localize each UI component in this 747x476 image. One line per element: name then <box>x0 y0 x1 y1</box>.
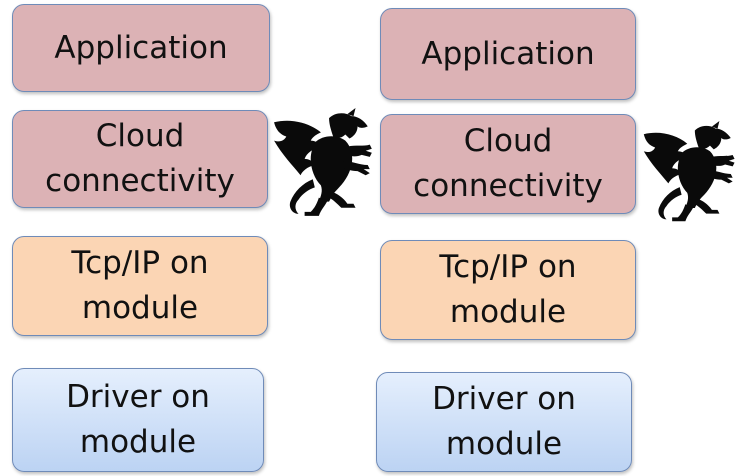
right-tcpip-label: Tcp/IP on module <box>439 249 577 330</box>
left-application-box: Application <box>12 4 270 92</box>
right-cloud-connectivity-label: Cloud connectivity <box>413 123 603 204</box>
right-tcpip-box: Tcp/IP on module <box>380 240 636 340</box>
left-cloud-connectivity-box: Cloud connectivity <box>12 110 268 208</box>
right-driver-box: Driver on module <box>376 372 632 472</box>
griffin-icon <box>643 121 735 222</box>
left-tcpip-label: Tcp/IP on module <box>71 245 209 326</box>
left-cloud-connectivity-label: Cloud connectivity <box>45 118 235 199</box>
left-driver-box: Driver on module <box>12 368 264 472</box>
left-application-label: Application <box>54 29 228 66</box>
right-application-box: Application <box>380 8 636 100</box>
right-application-label: Application <box>421 35 595 72</box>
griffin-icon <box>274 108 372 216</box>
right-driver-label: Driver on module <box>432 381 576 462</box>
left-tcpip-box: Tcp/IP on module <box>12 236 268 336</box>
right-cloud-connectivity-box: Cloud connectivity <box>380 114 636 214</box>
left-driver-label: Driver on module <box>66 379 210 460</box>
